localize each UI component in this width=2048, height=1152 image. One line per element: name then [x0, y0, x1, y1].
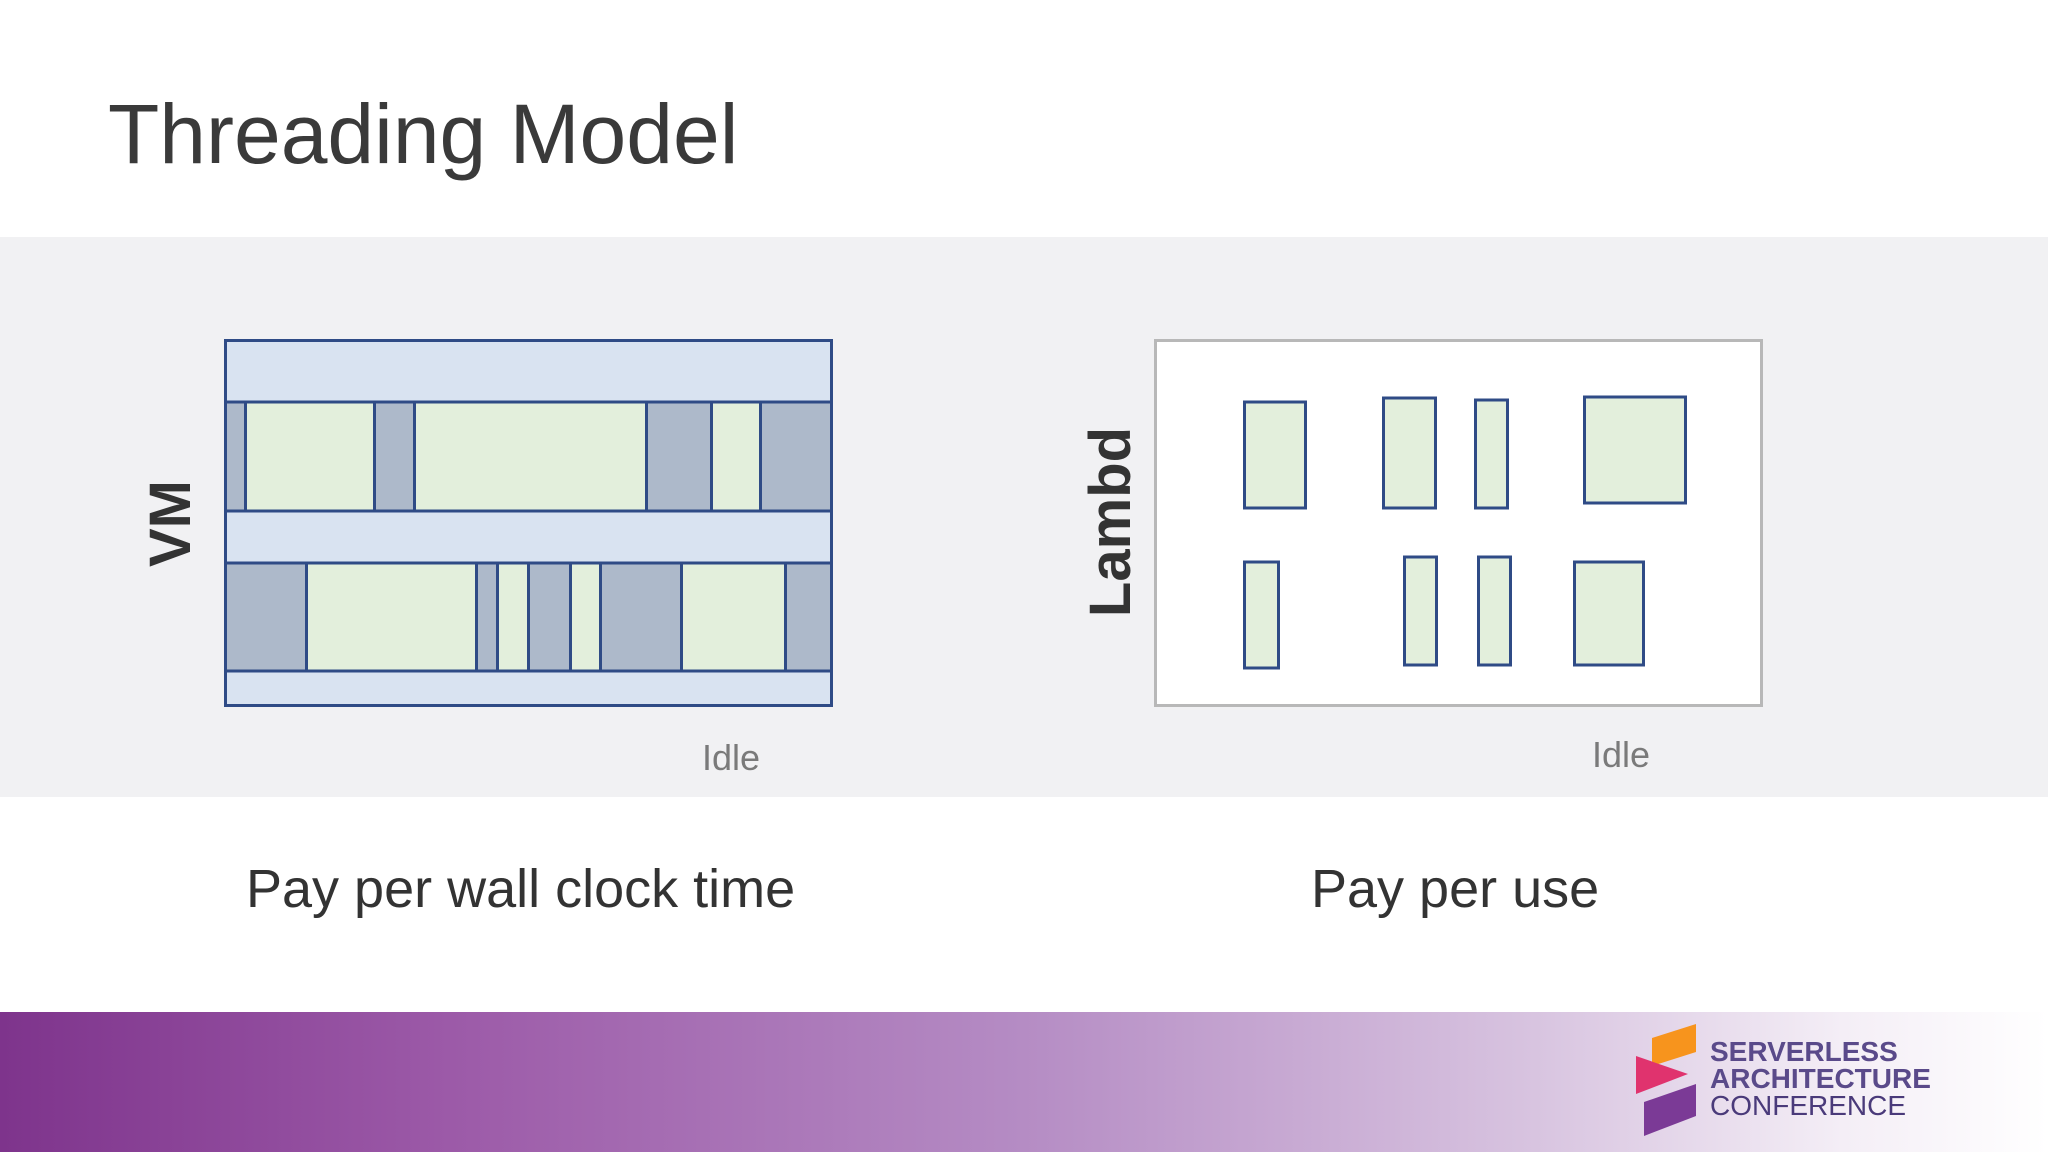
lambda-busy-block	[1243, 400, 1307, 510]
logo-line-conference: CONFERENCE	[1710, 1090, 1907, 1121]
lambda-busy-block	[1573, 560, 1645, 667]
lambda-label-line1: Lambd	[1078, 426, 1143, 618]
vm-busy-block	[413, 400, 648, 513]
vm-caption: Pay per wall clock time	[246, 859, 796, 919]
vm-busy-block	[569, 561, 602, 673]
vm-busy-block	[710, 400, 762, 513]
slide-title: Threading Model	[108, 87, 739, 181]
conference-logo: SERVERLESS ARCHITECTURE CONFERENCE	[1632, 1022, 1952, 1142]
vm-label: VM	[138, 480, 203, 567]
vm-wait-block	[645, 400, 713, 513]
lambda-busy-block	[1403, 555, 1438, 667]
logo-wordmark: SERVERLESS ARCHITECTURE CONFERENCE	[1710, 1036, 1931, 1121]
lambda-busy-block	[1243, 560, 1280, 670]
lambda-thread-diagram	[1154, 339, 1763, 707]
vm-busy-block	[244, 400, 376, 513]
serverless-logo-icon	[1636, 1024, 1696, 1136]
vm-wait-block	[527, 561, 572, 673]
vm-thread-diagram	[224, 339, 833, 707]
vm-busy-block	[680, 561, 787, 673]
vm-busy-block	[305, 561, 478, 673]
lambda-busy-block	[1583, 395, 1687, 505]
lambda-idle-label: Idle	[1592, 734, 1651, 775]
lambda-caption: Pay per use	[1311, 859, 1600, 919]
lambda-busy-block	[1477, 555, 1512, 667]
vm-wait-block	[373, 400, 416, 513]
vm-wait-block	[599, 561, 683, 673]
logo-line-serverless: SERVERLESS	[1710, 1036, 1898, 1067]
vm-wait-block	[224, 400, 247, 513]
vm-wait-block	[759, 400, 833, 513]
vm-wait-block	[475, 561, 499, 673]
lambda-busy-block	[1382, 396, 1437, 510]
logo-line-architecture: ARCHITECTURE	[1710, 1063, 1931, 1094]
vm-busy-block	[496, 561, 530, 673]
vm-wait-block	[784, 561, 833, 673]
lambda-busy-block	[1474, 398, 1509, 510]
footer-gradient-bar	[0, 1012, 2048, 1152]
vm-idle-label: Idle	[702, 737, 761, 778]
vm-wait-block	[224, 561, 308, 673]
